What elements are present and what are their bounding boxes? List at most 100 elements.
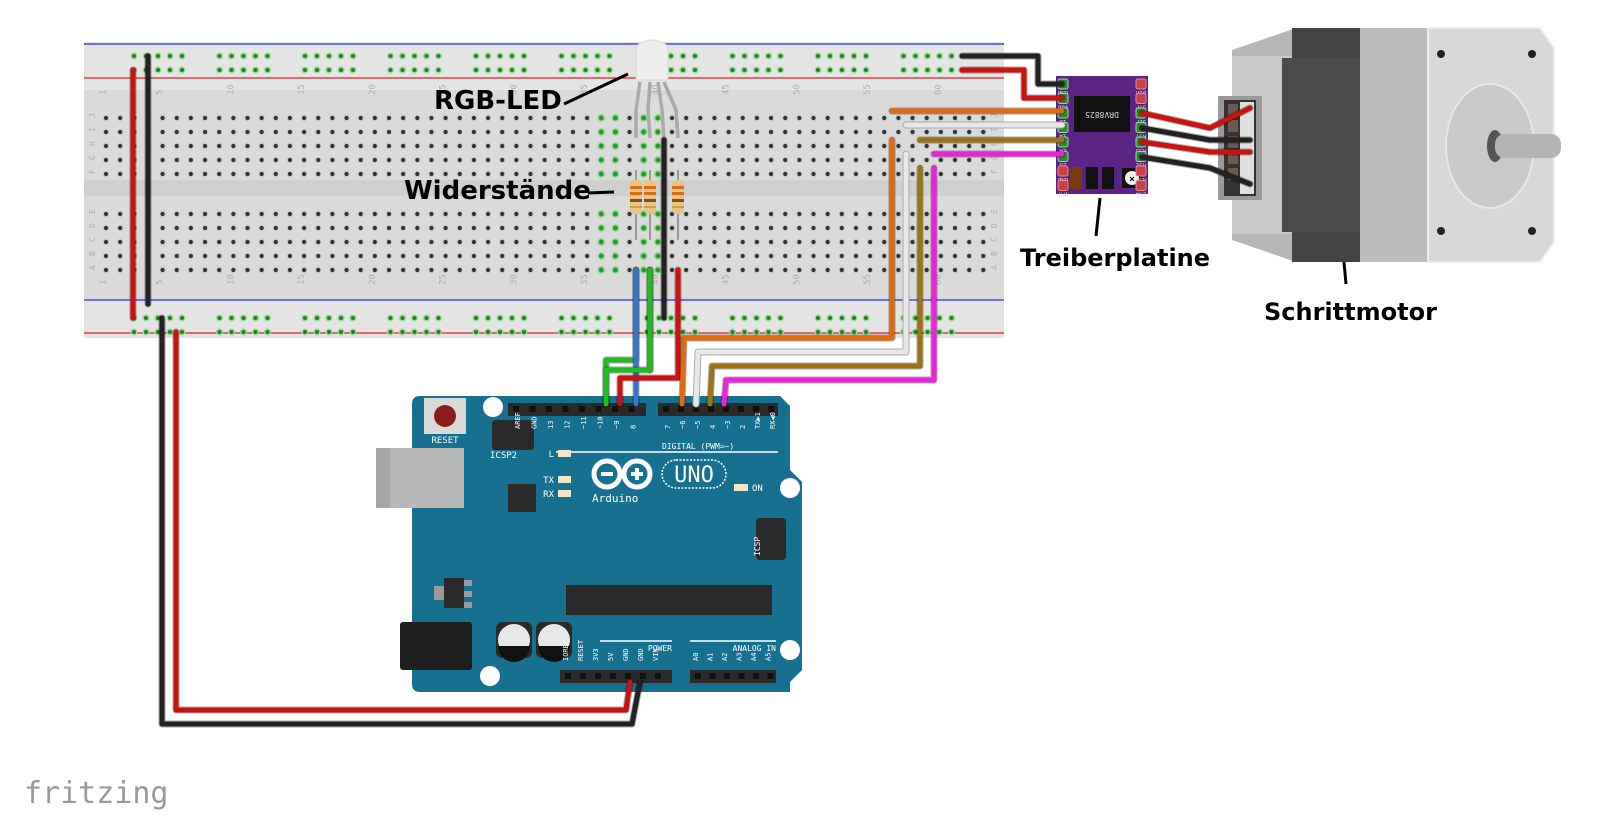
resistor-band	[672, 206, 684, 208]
column-number: 20	[368, 84, 378, 95]
breadboard-hole	[371, 266, 378, 274]
rail-hole	[605, 328, 614, 336]
breadboard-hole	[301, 114, 308, 122]
breadboard-hole	[187, 252, 194, 260]
breadboard-hole	[470, 224, 477, 232]
breadboard-hole	[597, 156, 606, 164]
breadboard-hole	[513, 114, 520, 122]
row-letter: J	[990, 113, 999, 118]
rail-hole	[301, 52, 309, 60]
breadboard-hole	[385, 114, 393, 122]
reset-button-cap[interactable]	[434, 405, 456, 427]
breadboard-hole	[272, 142, 279, 150]
breadboard-hole	[385, 210, 393, 218]
breadboard-hole	[711, 224, 718, 232]
column-number: 1	[99, 280, 109, 285]
rail-hole	[215, 314, 224, 322]
potentiometer-knob[interactable]	[1125, 171, 1139, 185]
rail-hole	[251, 314, 260, 322]
breadboard-hole	[653, 128, 662, 136]
header-pin	[753, 673, 759, 679]
rail-hole	[227, 314, 236, 322]
led-leg	[634, 81, 642, 138]
breadboard-hole	[966, 266, 973, 274]
breadboard-hole	[159, 128, 166, 136]
status-led	[558, 490, 571, 497]
capacitor-smd	[1070, 167, 1082, 189]
rail-hole	[911, 66, 920, 74]
rail-hole	[814, 66, 822, 74]
breadboard-hole	[513, 210, 520, 218]
breadboard-hole	[782, 266, 789, 274]
breadboard-hole	[484, 170, 492, 178]
breadboard-hole	[626, 266, 633, 274]
breadboard-hole	[442, 142, 449, 150]
breadboard-hole	[159, 156, 166, 164]
breadboard-hole	[187, 266, 194, 274]
rail-hole	[947, 314, 956, 322]
breadboard-hole	[753, 114, 761, 122]
regulator-pin	[464, 602, 472, 608]
breadboard-hole	[711, 252, 718, 260]
breadboard-hole	[414, 252, 421, 260]
rail-hole	[838, 314, 846, 322]
row-letter: F	[88, 169, 97, 174]
breadboard-hole	[683, 252, 690, 260]
breadboard-hole	[767, 210, 775, 218]
breadboard-hole	[697, 142, 704, 150]
rail-hole	[337, 66, 345, 74]
resistor-band	[644, 192, 656, 195]
breadboard-hole	[739, 114, 746, 122]
screw-hole	[1437, 227, 1445, 235]
breadboard-hole	[456, 170, 463, 178]
rail-hole	[752, 314, 761, 322]
breadboard-hole	[668, 224, 676, 232]
breadboard-hole	[753, 252, 761, 260]
breadboard-hole	[456, 210, 463, 218]
breadboard-hole	[442, 224, 449, 232]
voltage-regulator	[444, 578, 464, 608]
breadboard-hole	[484, 266, 492, 274]
breadboard-hole	[484, 156, 492, 164]
rail-hole	[728, 52, 737, 60]
resistor-band	[644, 199, 656, 202]
rail-hole	[434, 66, 443, 74]
breadboard-hole	[725, 156, 732, 164]
breadboard-hole	[555, 252, 562, 260]
breadboard-hole	[584, 170, 591, 178]
column-number: 30	[509, 84, 519, 95]
pin-label: A4	[750, 653, 758, 661]
breadboard-hole	[385, 238, 393, 246]
rail-hole	[215, 66, 224, 74]
breadboard-hole	[428, 252, 435, 260]
logo-plus-loop	[621, 458, 653, 490]
breadboard-hole	[739, 266, 746, 274]
breadboard-hole	[173, 128, 180, 136]
breadboard-hole	[315, 252, 322, 260]
breadboard-hole	[315, 156, 322, 164]
breadboard-hole	[951, 238, 959, 246]
breadboard-hole	[527, 224, 534, 232]
breadboard-hole	[951, 170, 959, 178]
breadboard-hole	[611, 266, 620, 274]
rail-hole	[508, 328, 516, 336]
header-pin	[663, 406, 669, 412]
breadboard-hole	[272, 156, 279, 164]
driver-pin-label: MS2	[1135, 162, 1146, 169]
column-number: 35	[580, 84, 590, 95]
breadboard-hole	[315, 128, 322, 136]
breadboard-hole	[937, 142, 944, 150]
breadboard-hole	[796, 170, 803, 178]
rail-hole	[569, 52, 578, 60]
breadboard-hole	[753, 128, 761, 136]
icsp2-label: ICSP2	[490, 451, 517, 461]
resistor	[644, 170, 656, 240]
breadboard-hole	[597, 252, 606, 260]
resistor-leader	[587, 190, 615, 195]
breadboard-hole	[980, 142, 987, 150]
breadboard-hole	[499, 170, 506, 178]
breadboard-hole	[796, 142, 803, 150]
connector-pin	[1228, 168, 1238, 180]
rail-hole	[215, 52, 224, 60]
row-letter: I	[990, 127, 999, 132]
